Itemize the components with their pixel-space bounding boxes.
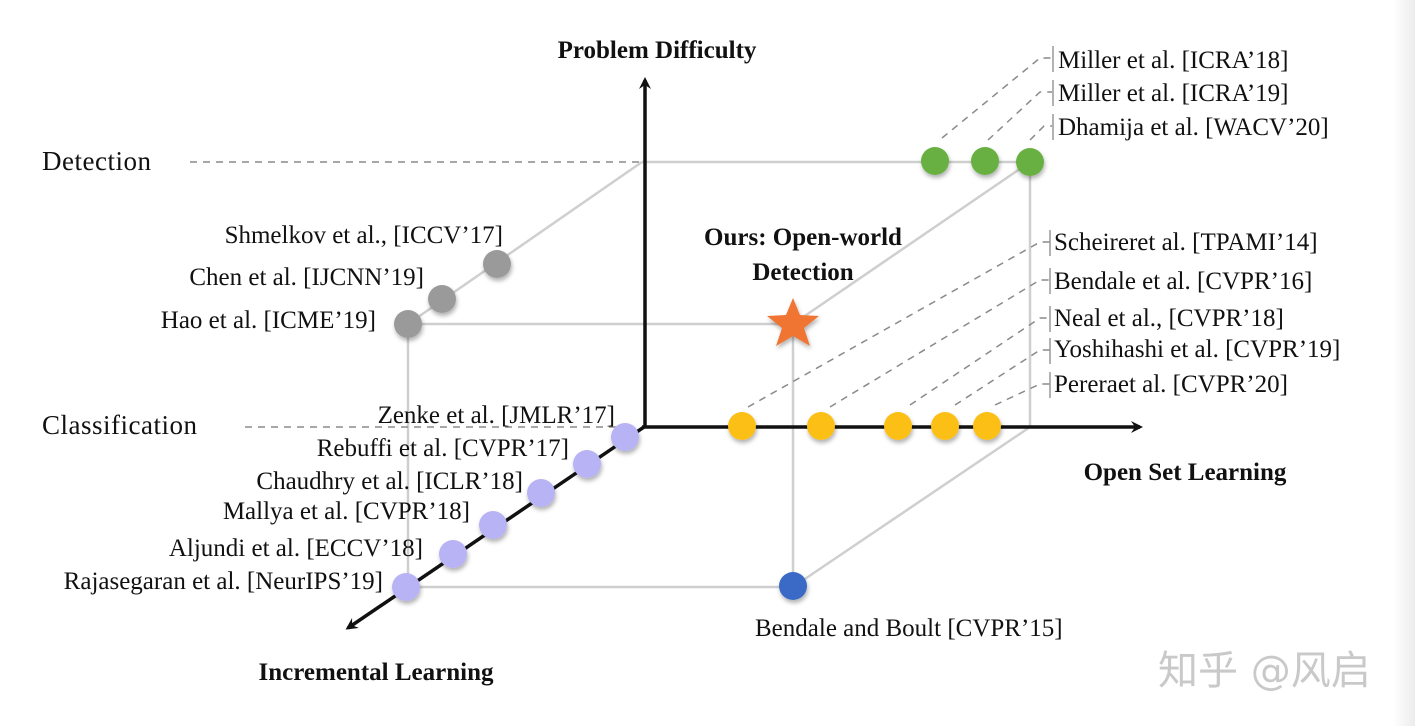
paper-label: Bendale et al. [CVPR’16] — [1054, 268, 1312, 295]
paper-label: Rajasegaran et al. [NeurIPS’19] — [64, 568, 383, 595]
axis-title-incremental-learning: Incremental Learning — [259, 659, 494, 686]
paper-label: Yoshihashi et al. [CVPR’19] — [1054, 336, 1340, 363]
paper-label: Hao et al. [ICME’19] — [161, 307, 376, 334]
ours-title-line2: Detection — [752, 259, 853, 286]
paper-point-icon — [611, 423, 639, 451]
paper-label: Chen et al. [IJCNN’19] — [189, 264, 424, 291]
paper-point-icon — [931, 412, 959, 440]
right-edge-shade — [1393, 0, 1415, 726]
paper-point-icon — [439, 540, 467, 568]
level-detection-label: Detection — [42, 146, 151, 176]
paper-label: Pereraet al. [CVPR’20] — [1054, 371, 1288, 398]
watermark: 知乎 @风启 — [1158, 648, 1371, 694]
leader-lines — [747, 57, 1052, 408]
paper-label: Mallya et al. [CVPR’18] — [223, 498, 470, 525]
axis-title-problem-difficulty: Problem Difficulty — [558, 37, 757, 64]
paper-points — [392, 147, 1044, 601]
paper-point-icon — [573, 450, 601, 478]
axis-title-open-set-learning: Open Set Learning — [1084, 459, 1287, 486]
level-classification-label: Classification — [42, 410, 197, 440]
paper-point-icon — [392, 573, 420, 601]
paper-label: Miller et al. [ICRA’19] — [1058, 80, 1289, 107]
paper-point-icon — [884, 412, 912, 440]
level-guides — [190, 161, 642, 428]
ours-star-icon — [767, 298, 819, 346]
paper-label: Neal et al., [CVPR’18] — [1054, 305, 1284, 332]
paper-label: Shmelkov et al., [ICCV’17] — [225, 222, 503, 249]
cube-wireframe — [406, 160, 1032, 589]
paper-point-icon — [973, 412, 1001, 440]
paper-point-icon — [1016, 148, 1044, 176]
paper-point-icon — [483, 250, 511, 278]
paper-labels: Shmelkov et al., [ICCV’17] Chen et al. [I… — [64, 47, 1341, 642]
paper-label: Chaudhry et al. [ICLR’18] — [256, 468, 523, 495]
label-ticks — [1049, 46, 1054, 398]
paper-point-icon — [971, 147, 999, 175]
paper-label: Rebuffi et al. [CVPR’17] — [317, 435, 569, 462]
paper-point-icon — [728, 412, 756, 440]
paper-label: Dhamija et al. [WACV’20] — [1058, 114, 1329, 141]
paper-label: Miller et al. [ICRA’18] — [1058, 47, 1289, 74]
paper-label: Aljundi et al. [ECCV’18] — [169, 535, 423, 562]
ours-title-line1: Ours: Open-world — [704, 224, 902, 251]
paper-point-icon — [807, 412, 835, 440]
paper-point-icon — [779, 572, 807, 600]
paper-point-icon — [921, 147, 949, 175]
paper-label: Scheireret al. [TPAMI’14] — [1054, 229, 1318, 256]
paper-point-icon — [428, 285, 456, 313]
paper-label: Bendale and Boult [CVPR’15] — [755, 615, 1063, 642]
paper-label: Zenke et al. [JMLR’17] — [378, 402, 615, 429]
paper-point-icon — [479, 511, 507, 539]
paper-point-icon — [394, 310, 422, 338]
paper-point-icon — [527, 479, 555, 507]
